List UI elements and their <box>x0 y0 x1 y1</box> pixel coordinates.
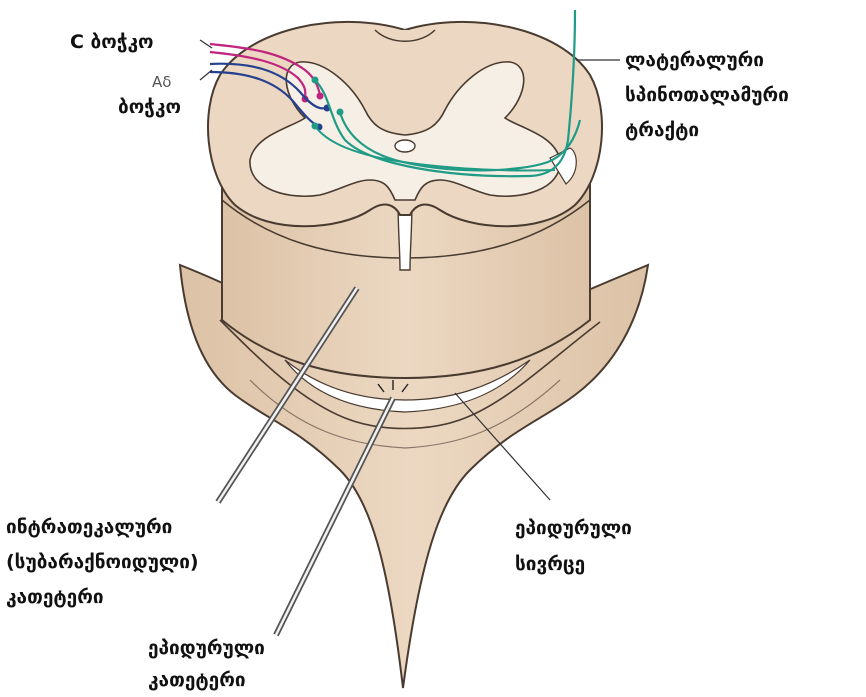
c-fiber-synapse <box>317 93 324 100</box>
a-delta-fiber-label: ბოჭკო <box>118 92 181 122</box>
intrathecal-catheter-label: ინტრათეკალური (სუბარაქნოიდული) კათეტერი <box>6 510 199 615</box>
epidural-catheter-line-1: ეპიდურული <box>148 632 265 664</box>
tract-neuron <box>312 123 319 130</box>
epidural-catheter-label: ეპიდურული კათეტერი <box>148 632 265 696</box>
lateral-tract-line-3: ტრაქტი <box>625 113 789 148</box>
epidural-space-line-1: ეპიდურული <box>515 510 632 546</box>
epidural-space-line-2: სივრცე <box>515 546 632 582</box>
lateral-tract-line-2: სპინოთალამური <box>625 78 789 113</box>
epidural-space-label: ეპიდურული სივრცე <box>515 510 632 582</box>
a-delta-leader <box>200 70 212 80</box>
central-canal <box>395 140 415 152</box>
a-delta-label: Aδ <box>152 72 171 92</box>
intrathecal-line-1: ინტრათეკალური <box>6 510 199 545</box>
tract-neuron <box>337 109 344 116</box>
lateral-tract-label: ლატერალური სპინოთალამური ტრაქტი <box>625 43 789 148</box>
c-fiber-label: C ბოჭკო <box>70 27 154 57</box>
intrathecal-line-2: (სუბარაქნოიდული) <box>6 545 199 580</box>
intrathecal-line-3: კათეტერი <box>6 580 199 615</box>
tract-neuron <box>312 77 319 84</box>
lateral-tract-line-1: ლატერალური <box>625 43 789 78</box>
epidural-catheter-line-2: კათეტერი <box>148 664 265 696</box>
